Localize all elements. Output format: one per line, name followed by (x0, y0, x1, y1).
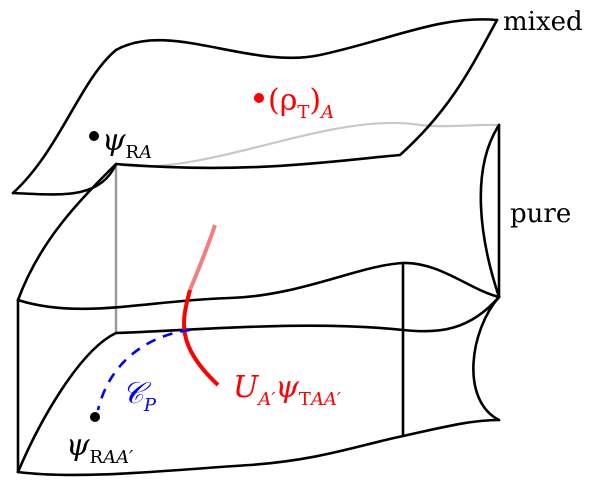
bottom-front-edge (16, 418, 501, 477)
mixed-back-edge (11, 18, 499, 195)
point-psi-RAA (90, 412, 100, 422)
bottom-left-surface (16, 331, 118, 474)
top-surface-back-ghost (115, 121, 498, 168)
point-rho-TA (254, 93, 264, 103)
label-pure: pure (510, 199, 571, 229)
label-psi-RA: ψRA (102, 123, 152, 163)
point-psi-RA (89, 131, 99, 141)
pure-surface-right (479, 123, 501, 299)
label-U-psi: UA′ψTAA′ (233, 370, 341, 410)
mixed-front-left (11, 162, 118, 196)
label-psi-RAA: ψRAA′ (66, 428, 133, 468)
mixed-right-front (114, 18, 499, 170)
label-mixed: mixed (503, 7, 583, 37)
pure-surface-front (16, 261, 501, 311)
trajectory-faded (188, 224, 217, 291)
bottom-right-surface (472, 295, 501, 422)
pure-surface-left (16, 162, 118, 302)
path-C-P (96, 328, 191, 411)
trajectory-solid (182, 289, 220, 387)
label-rho-TA: (ρT)A (268, 83, 334, 123)
label-C-P: 𝒞P (122, 376, 157, 416)
